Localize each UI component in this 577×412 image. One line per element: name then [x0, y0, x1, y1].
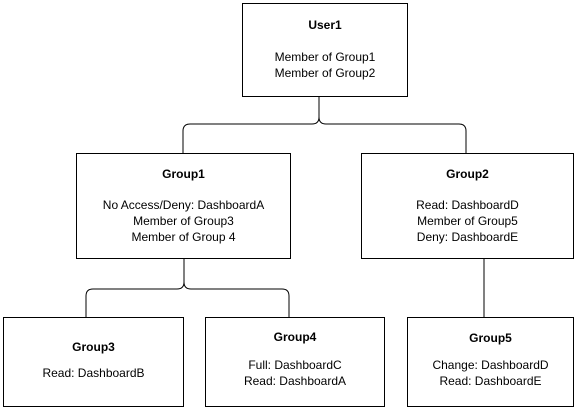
node-details: Change: DashboardD Read: DashboardE	[408, 357, 573, 389]
node-title: Group1	[162, 167, 205, 181]
node-line: Read: DashboardA	[243, 374, 347, 388]
node-line: Member of Group5	[417, 214, 518, 228]
node-details: Full: DashboardC Read: DashboardA	[206, 357, 384, 389]
node-details: Member of Group1 Member of Group2	[243, 49, 407, 81]
node-line: Full: DashboardC	[248, 358, 342, 372]
node-line: Change: DashboardD	[432, 358, 549, 372]
node-line: Read: DashboardE	[439, 374, 542, 388]
node-line: Member of Group 4	[131, 230, 236, 244]
node-title: Group5	[469, 331, 512, 345]
node-title: User1	[308, 18, 342, 32]
connector-user1-bracket	[182, 97, 467, 153]
node-group3: Group3 Read: DashboardB	[3, 317, 184, 407]
node-group4: Group4 Full: DashboardC Read: DashboardA	[205, 317, 385, 407]
node-details: No Access/Deny: DashboardA Member of Gro…	[77, 197, 290, 245]
node-details: Read: DashboardD Member of Group5 Deny: …	[362, 197, 573, 245]
node-line: Member of Group2	[274, 66, 376, 80]
node-group1: Group1 No Access/Deny: DashboardA Member…	[76, 153, 291, 259]
node-group2: Group2 Read: DashboardD Member of Group5…	[361, 153, 574, 259]
node-line: Read: DashboardB	[42, 366, 145, 380]
node-title: Group3	[72, 340, 115, 354]
node-line: Deny: DashboardE	[416, 230, 519, 244]
node-line: Member of Group3	[133, 214, 234, 228]
connector-group1-bracket	[85, 259, 290, 317]
node-title: Group4	[273, 330, 317, 344]
node-group5: Group5 Change: DashboardD Read: Dashboar…	[407, 317, 574, 407]
node-line: No Access/Deny: DashboardA	[102, 198, 265, 212]
node-line: Read: DashboardD	[416, 198, 519, 212]
node-details: Read: DashboardB	[4, 365, 183, 381]
node-title: Group2	[446, 167, 489, 181]
node-user1: User1 Member of Group1 Member of Group2	[242, 3, 408, 97]
node-line: Member of Group1	[274, 50, 376, 64]
